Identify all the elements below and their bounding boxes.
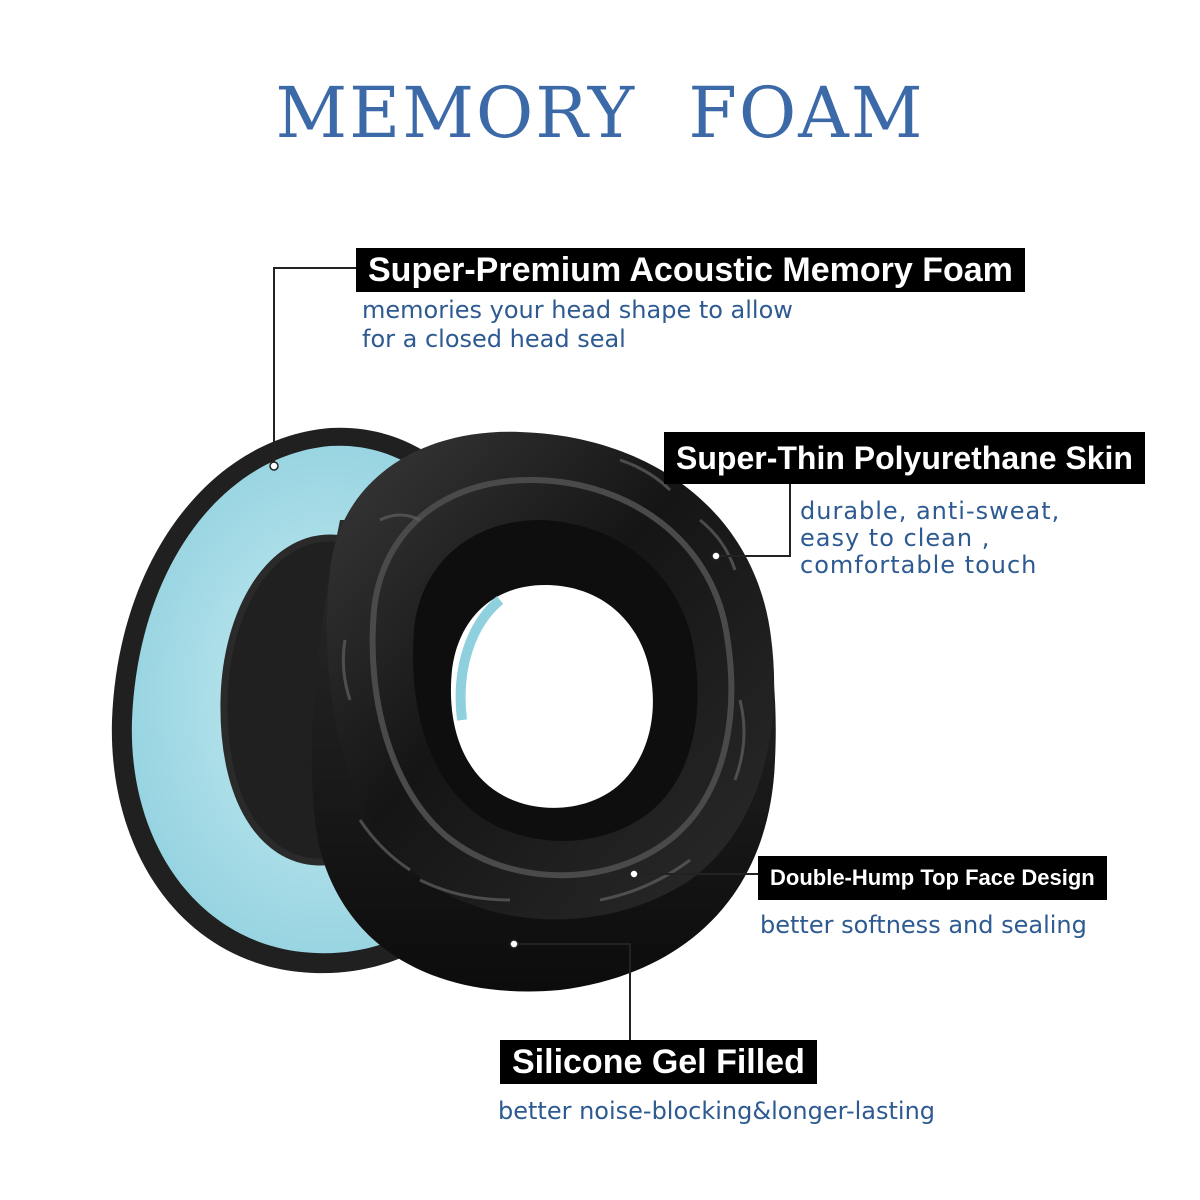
leader-gel: [514, 943, 631, 1040]
desc-memory-foam-line-1: memories your head shape to allow: [362, 296, 793, 324]
desc-skin-line-2: easy to clean ,: [800, 524, 991, 552]
dot-hump: [629, 869, 639, 879]
leather-ear-pad: [311, 431, 776, 992]
desc-hump-line-1: better softness and sealing: [760, 911, 1087, 939]
label-silicone-gel: Silicone Gel Filled: [500, 1040, 817, 1084]
desc-memory-foam-line-2: for a closed head seal: [362, 325, 626, 353]
desc-skin-line-1: durable, anti-sweat,: [800, 497, 1061, 525]
leader-foam: [273, 267, 356, 466]
dot-foam: [269, 461, 279, 471]
desc-silicone-gel: better noise-blocking&longer-lasting: [498, 1096, 935, 1126]
label-double-hump: Double-Hump Top Face Design: [758, 856, 1107, 900]
dot-gel: [509, 939, 519, 949]
leather-wrinkles: [341, 458, 746, 902]
dot-skin: [711, 551, 721, 561]
leather-pad-ridge: [369, 476, 735, 879]
desc-memory-foam: memories your head shape to allow for a …: [362, 296, 793, 354]
leader-lines: [273, 267, 791, 1040]
desc-skin-line-3: comfortable touch: [800, 551, 1038, 579]
desc-gel-line-1: better noise-blocking&longer-lasting: [498, 1097, 936, 1125]
label-polyurethane-skin: Super-Thin Polyurethane Skin: [664, 432, 1145, 484]
page-title: MEMORY FOAM: [275, 72, 925, 154]
label-memory-foam: Super-Premium Acoustic Memory Foam: [356, 248, 1025, 292]
desc-polyurethane-skin: durable, anti-sweat, easy to clean , com…: [800, 498, 1060, 579]
leather-pad-hole: [450, 585, 653, 808]
leader-dots: [269, 461, 721, 949]
leather-pad-hole-foam-edge: [455, 596, 504, 721]
desc-double-hump: better softness and sealing: [760, 910, 1087, 940]
